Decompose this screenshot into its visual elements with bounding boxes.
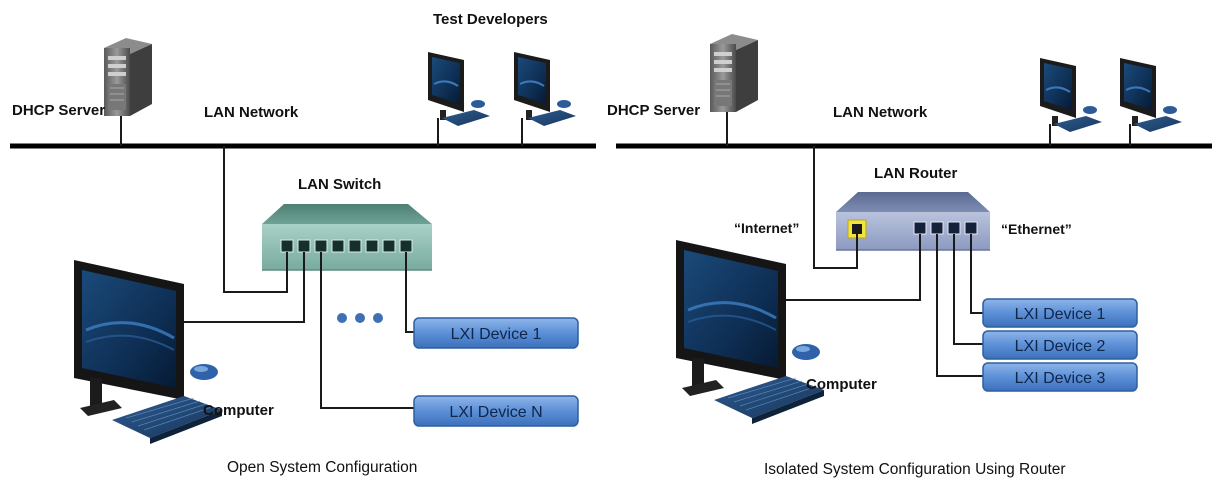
isolated-system-configuration: DHCP Server LAN Network LAN Router — [607, 33, 1212, 478]
lxi-device-2-label: LXI Device 2 — [1015, 338, 1106, 355]
computer: Computer — [674, 238, 877, 426]
desktop-monitor-icon — [72, 258, 224, 446]
lan-router: LAN Router “Internet” “Ethernet” — [734, 165, 1072, 251]
lan-switch: LAN Switch — [262, 176, 432, 271]
desktop-monitor-icon — [674, 238, 826, 426]
ellipsis-icon — [337, 313, 383, 323]
dhcp-server-label: DHCP Server — [12, 102, 105, 119]
network-switch-icon — [262, 204, 432, 271]
dhcp-server: DHCP Server — [12, 37, 153, 146]
lxi-device-n-label: LXI Device N — [449, 404, 542, 421]
lxi-device-n: LXI Device N — [413, 395, 579, 427]
lxi-device-2: LXI Device 2 — [982, 330, 1138, 360]
lan-router-label: LAN Router — [874, 165, 957, 182]
server-icon — [709, 33, 759, 113]
internet-port-label: “Internet” — [734, 220, 799, 236]
open-system-caption: Open System Configuration — [227, 459, 417, 476]
open-system-configuration: DHCP Server LAN Network Test Developers … — [10, 11, 596, 476]
desktop-monitor-icon — [513, 51, 577, 127]
dhcp-server-label: DHCP Server — [607, 102, 700, 119]
lan-switch-label: LAN Switch — [298, 176, 381, 193]
server-icon — [103, 37, 153, 117]
lan-network-label: LAN Network — [833, 104, 928, 121]
computer: Computer — [72, 258, 274, 446]
isolated-system-caption: Isolated System Configuration Using Rout… — [764, 461, 1066, 478]
computer-label: Computer — [203, 402, 274, 419]
workstations — [1039, 57, 1183, 146]
desktop-monitor-icon — [427, 51, 491, 127]
router-icon — [836, 192, 990, 251]
test-developers-label: Test Developers — [433, 11, 548, 28]
lxi-device-1: LXI Device 1 — [413, 317, 579, 349]
lxi-device-1-label: LXI Device 1 — [1015, 306, 1106, 323]
computer-label: Computer — [806, 376, 877, 393]
ethernet-port-label: “Ethernet” — [1001, 221, 1072, 237]
test-developers: Test Developers — [427, 11, 577, 146]
dhcp-server: DHCP Server — [607, 33, 759, 146]
desktop-monitor-icon — [1119, 57, 1183, 133]
lxi-device-3: LXI Device 3 — [982, 362, 1138, 392]
lxi-device-1-label: LXI Device 1 — [451, 326, 542, 343]
desktop-monitor-icon — [1039, 57, 1103, 133]
lxi-device-3-label: LXI Device 3 — [1015, 370, 1106, 387]
lxi-device-1: LXI Device 1 — [982, 298, 1138, 328]
lan-network-label: LAN Network — [204, 104, 299, 121]
